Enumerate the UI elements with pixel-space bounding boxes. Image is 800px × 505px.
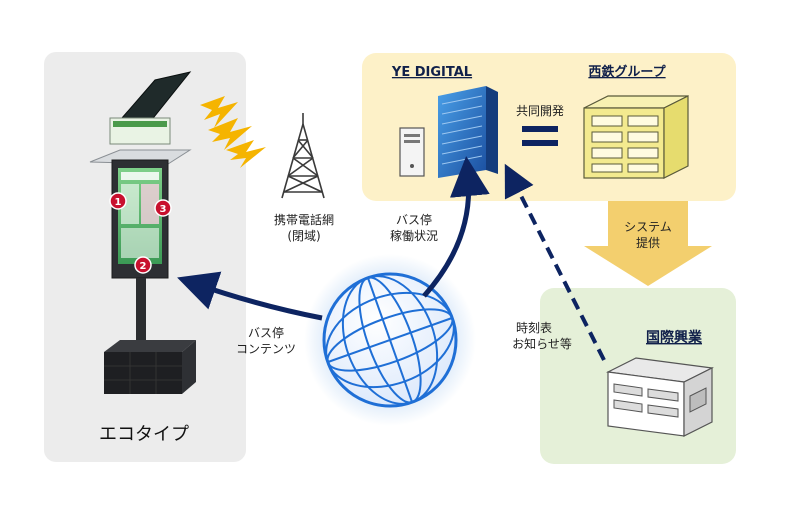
server-icon	[399, 86, 498, 178]
badge-3: 3	[154, 199, 172, 217]
svg-text:3: 3	[160, 204, 167, 215]
joint-development-label: 共同開発	[516, 104, 564, 118]
nishitetsu-title: 西鉄グループ	[588, 64, 666, 80]
bus-stop-content-label-2: コンテンツ	[236, 342, 296, 356]
signage-pole	[136, 278, 146, 343]
system-provision-arrow: システム 提供	[584, 201, 712, 286]
globe-icon	[304, 254, 476, 426]
bus-stop-content-label: バス停	[248, 325, 284, 340]
system-provision-label-2: 提供	[636, 235, 660, 250]
signage-base	[104, 352, 182, 394]
system-provision-label: システム	[624, 220, 672, 234]
kokusai-title: 国際興業	[646, 329, 703, 346]
radio-tower-icon	[281, 113, 325, 199]
mobile-network-label: 携帯電話網	[274, 212, 334, 227]
svg-text:2: 2	[140, 261, 147, 272]
badge-1: 1	[109, 192, 127, 210]
ye-digital-title: YE DIGITAL	[391, 65, 472, 80]
kokusai-building-icon	[605, 357, 715, 437]
nishitetsu-building-icon	[583, 95, 689, 179]
equals-sign	[522, 126, 558, 146]
bus-stop-signage-illustration: 1 3 2	[89, 71, 196, 394]
ye-digital-panel: YE DIGITAL 西鉄グループ 共同開発	[362, 53, 736, 201]
svg-text:1: 1	[115, 197, 122, 208]
lightning-icon	[200, 96, 266, 168]
bus-stop-status-label: バス停	[396, 212, 432, 227]
timetable-dashed-arrow	[504, 163, 606, 361]
badge-2: 2	[134, 256, 152, 274]
timetable-notice-label: お知らせ等	[512, 337, 572, 351]
mobile-network-closed-label: (閉域)	[287, 229, 320, 243]
bus-stop-status-label-2: 稼働状況	[390, 228, 438, 243]
timetable-label: 時刻表	[516, 321, 552, 335]
eco-type-caption: エコタイプ	[99, 424, 189, 445]
bus-stop-content-arrow	[177, 271, 323, 321]
kokusai-panel: 国際興業	[540, 288, 736, 464]
bus-stop-status-arrow	[422, 156, 490, 298]
